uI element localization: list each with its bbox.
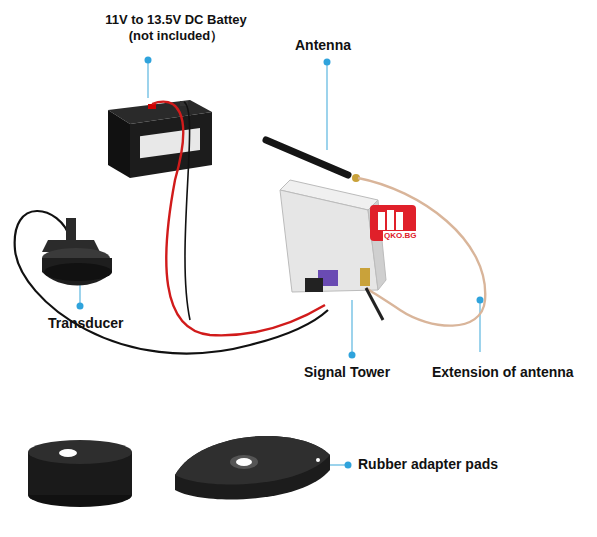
transducer-label: Transducer: [48, 315, 123, 332]
rubber-pads-label: Rubber adapter pads: [358, 456, 498, 473]
signal-tower-label: Signal Tower: [304, 364, 390, 381]
extension-label: Extension of antenna: [432, 364, 574, 381]
battery-label: 11V to 13.5V DC Battey (not included）: [92, 12, 260, 43]
antenna-label: Antenna: [295, 37, 351, 54]
watermark: QKO.BG: [383, 231, 417, 241]
